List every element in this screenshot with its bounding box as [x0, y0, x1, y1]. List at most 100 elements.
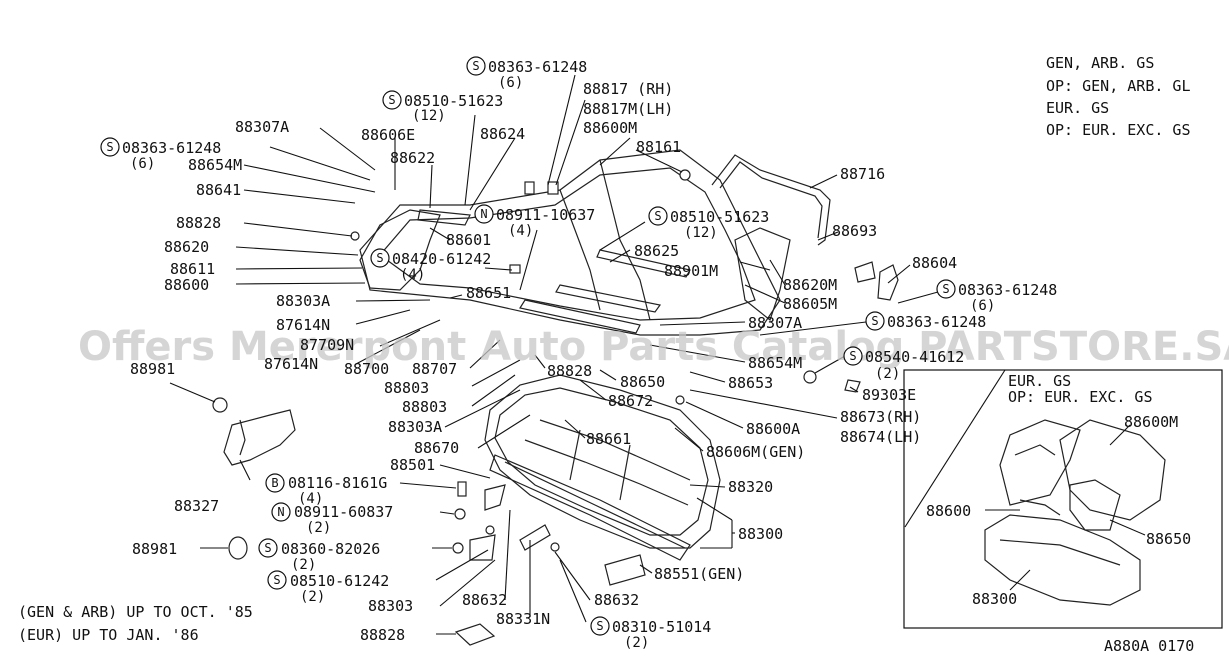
variant-line: EUR. GS	[1046, 99, 1109, 117]
qty-label: (6)	[498, 75, 523, 91]
part-label: 88901M	[664, 262, 718, 280]
part-label: 88828	[360, 626, 405, 644]
part-label: 88620	[164, 238, 209, 256]
part-label: 88600	[164, 276, 209, 294]
part-label: 88320	[728, 478, 773, 496]
part-label: 88625	[634, 242, 679, 260]
qty-label: (4)	[298, 491, 323, 507]
part-label: 88650	[620, 373, 665, 391]
part-label: 88331N	[496, 610, 550, 628]
qty-label: (2)	[306, 520, 331, 536]
s-marker: S	[388, 93, 395, 107]
callout-labels: 08363-61248 (6) 88817 (RH) 88817M(LH) 88…	[122, 58, 1057, 651]
part-label: 88501	[390, 456, 435, 474]
part-label: 08510-51623	[404, 92, 503, 110]
part-label: 88674(LH)	[840, 428, 921, 446]
part-label: 88828	[176, 214, 221, 232]
qty-label: (2)	[875, 366, 900, 382]
part-label: 08540-41612	[865, 348, 964, 366]
part-label: 88600M	[1124, 413, 1178, 431]
qty-label: (4)	[508, 223, 533, 239]
qty-label: (2)	[300, 589, 325, 605]
part-label: 87614N	[276, 316, 330, 334]
variant-line: OP: EUR. EXC. GS	[1046, 121, 1191, 139]
s-marker: S	[273, 573, 280, 587]
part-label: 88654M	[188, 156, 242, 174]
part-label: 88303	[368, 597, 413, 615]
s-marker: S	[264, 541, 271, 555]
part-label: 88600M	[583, 119, 637, 137]
part-label: 88551(GEN)	[654, 565, 744, 583]
part-label: 88803	[384, 379, 429, 397]
inset-labels: EUR. GS OP: EUR. EXC. GS 88600M 88600 88…	[926, 372, 1191, 608]
s-marker: S	[596, 619, 603, 633]
qty-label: (2)	[624, 635, 649, 651]
part-label: 88605M	[783, 295, 837, 313]
part-label: 88670	[414, 439, 459, 457]
part-label: 08363-61248	[887, 313, 986, 331]
clips-88981	[212, 397, 248, 560]
leader-lines	[169, 74, 939, 635]
left-trim-panel-88327	[223, 409, 296, 466]
part-label: 88600	[926, 502, 971, 520]
part-label: 88661	[586, 430, 631, 448]
s-marker: S	[106, 140, 113, 154]
part-label: 88161	[636, 138, 681, 156]
part-label: 88300	[972, 590, 1017, 608]
part-label: 88303A	[276, 292, 330, 310]
part-label: 88624	[480, 125, 525, 143]
qty-label: (6)	[130, 156, 155, 172]
inset-eur-gs	[903, 369, 1223, 629]
part-label: 88693	[832, 222, 877, 240]
part-label: 08510-51623	[670, 208, 769, 226]
part-label: 08911-10637	[496, 206, 595, 224]
qty-label: (12)	[684, 225, 718, 241]
figure-code: A880A 0170	[1104, 637, 1194, 655]
part-label: 88611	[170, 260, 215, 278]
part-label: 08510-61242	[290, 572, 389, 590]
part-label: 88606E	[361, 126, 415, 144]
part-label: 88981	[130, 360, 175, 378]
part-label: 88981	[132, 540, 177, 558]
part-label: 88632	[462, 591, 507, 609]
variant-legend: GEN, ARB. GS OP: GEN, ARB. GL EUR. GS OP…	[1046, 54, 1191, 139]
s-marker: S	[849, 349, 856, 363]
part-label: 88600A	[746, 420, 800, 438]
part-label: 88632	[594, 591, 639, 609]
s-marker: S	[871, 314, 878, 328]
part-label: 88307A	[235, 118, 289, 136]
n-marker: N	[277, 505, 284, 519]
part-label: 88327	[174, 497, 219, 515]
inset-subtitle: OP: EUR. EXC. GS	[1008, 388, 1153, 406]
part-label: 88817 (RH)	[583, 80, 673, 98]
part-label: 88654M	[748, 354, 802, 372]
part-label: 88653	[728, 374, 773, 392]
seat-cushion-assembly	[452, 374, 721, 646]
part-label: 89303E	[862, 386, 916, 404]
qty-label: (6)	[970, 298, 995, 314]
part-label: 88817M(LH)	[583, 100, 673, 118]
qty-label: (12)	[412, 108, 446, 124]
part-label: 08360-82026	[281, 540, 380, 558]
part-label: 88620M	[783, 276, 837, 294]
s-marker: S	[942, 282, 949, 296]
part-label: 88828	[547, 362, 592, 380]
s-marker: S	[376, 251, 383, 265]
s-marker: S	[472, 59, 479, 73]
part-label: 87709N	[300, 336, 354, 354]
part-label: 88700	[344, 360, 389, 378]
seat-back-assembly	[350, 149, 899, 405]
part-label: 88650	[1146, 530, 1191, 548]
part-label: 88601	[446, 231, 491, 249]
part-label: 88606M(GEN)	[706, 443, 805, 461]
part-label: 88672	[608, 392, 653, 410]
watermark: Offers Mererpont Auto Parts Catalog PART…	[78, 324, 1229, 370]
inset-title: EUR. GS	[1008, 372, 1071, 390]
part-label: 88604	[912, 254, 957, 272]
footnote: (GEN & ARB) UP TO OCT. '85	[18, 603, 253, 621]
variant-line: GEN, ARB. GS	[1046, 54, 1154, 72]
part-label: 88300	[738, 525, 783, 543]
b-marker: B	[271, 476, 278, 490]
part-label: 08363-61248	[122, 139, 221, 157]
